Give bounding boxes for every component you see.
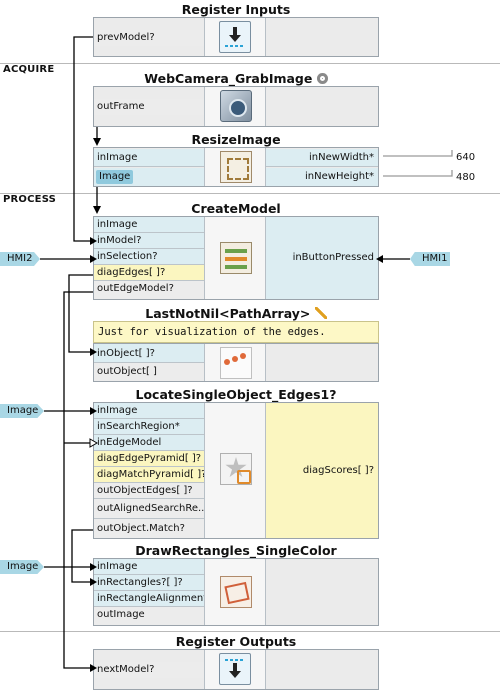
draw-title: DrawRectangles_SingleColor [135,543,337,558]
section-process: PROCESS [3,194,57,205]
locate-title: LocateSingleObject_Edges1? [135,387,337,402]
separator-acquire [0,63,500,64]
create-model-node[interactable]: inImage inModel? inSelection? diagEdges[… [93,216,379,300]
draw-rectangle-icon [220,576,252,608]
register-inputs-title: Register Inputs [181,2,291,17]
register-outputs-title: Register Outputs [175,634,297,649]
loc-out-aligned-search-port[interactable]: outAlignedSearchRe... [94,499,204,519]
gear-icon[interactable] [316,73,328,84]
register-outputs-node[interactable]: nextModel? [93,649,379,690]
resize-title: ResizeImage [191,132,281,147]
webcam-title: WebCamera_GrabImage [93,71,379,86]
wire-diag-edges [68,274,93,353]
last-not-nil-title-text: LastNotNil<PathArray> [145,306,311,321]
dr-out-image-port[interactable]: outImage [94,607,204,625]
register-inputs-node[interactable]: prevModel? [93,17,379,57]
wire-height-value [383,170,453,177]
dr-in-image-port[interactable]: inImage [94,559,204,575]
loc-out-object-match-port[interactable]: outObject.Match? [94,519,204,538]
webcam-node[interactable]: outFrame [93,86,379,127]
in-new-width-port[interactable]: inNewWidth* [266,149,378,167]
separator-outputs [0,631,500,632]
cm-diag-edges-port[interactable]: diagEdges[ ]? [94,265,204,281]
wrench-icon[interactable] [314,307,327,319]
wire-width-value [383,150,453,157]
locate-icon-area [204,403,266,538]
loc-in-search-region-port[interactable]: inSearchRegion* [94,419,204,435]
cm-out-edge-model-port[interactable]: outEdgeModel? [94,281,204,299]
loc-in-image-port[interactable]: inImage [94,403,204,419]
last-not-nil-title: LastNotNil<PathArray> [93,306,379,321]
loc-diag-edge-pyramid-port[interactable]: diagEdgePyramid[ ]? [94,451,204,467]
lnn-out-object-port[interactable]: outObject[ ] [94,363,204,381]
register-inputs-icon-area [204,18,266,56]
resize-icon-area [204,148,266,186]
register-outputs-icon-area [204,650,266,689]
dr-in-rectangles-port[interactable]: inRectangles?[ ]? [94,575,204,591]
hmi2-tag[interactable]: HMI2 [0,252,40,266]
register-output-icon [219,653,251,685]
resize-image-port[interactable]: Image [94,168,204,186]
lnn-icon-area [204,344,266,381]
visualization-note: Just for visualization of the edges. [93,321,379,343]
cm-in-selection-port[interactable]: inSelection? [94,249,204,265]
image-tag-draw[interactable]: Image [0,560,44,574]
new-height-value[interactable]: 480 [456,172,476,183]
wire-prev-model [73,36,93,242]
draw-icon-area [204,559,266,625]
wire-out-edge-model [63,291,93,669]
last-not-nil-icon [220,347,252,379]
next-model-port[interactable]: nextModel? [94,662,204,678]
cm-icon-area [204,217,266,299]
locate-node[interactable]: inImage inSearchRegion* inEdgeModel diag… [93,402,379,539]
loc-diag-match-pyramid-port[interactable]: diagMatchPyramid[ ]? [94,467,204,483]
image-tag-locate[interactable]: Image [0,404,44,418]
webcam-title-text: WebCamera_GrabImage [144,71,313,86]
prev-model-port[interactable]: prevModel? [94,30,204,46]
hmi1-tag[interactable]: HMI1 [410,252,450,266]
image-chip[interactable]: Image [96,170,134,184]
out-frame-port[interactable]: outFrame [94,99,204,115]
webcam-icon-area [204,87,266,126]
last-not-nil-node[interactable]: inObject[ ]? outObject[ ] [93,343,379,382]
separator-process [0,193,500,194]
new-width-value[interactable]: 640 [456,152,476,163]
dr-in-rectangle-alignment-port[interactable]: inRectangleAlignment* [94,591,204,607]
resize-node[interactable]: inImage Image inNewWidth* inNewHeight* [93,147,379,187]
loc-out-object-edges-port[interactable]: outObjectEdges[ ]? [94,483,204,499]
register-input-icon [219,21,251,53]
resize-icon [220,151,252,183]
create-model-icon [220,242,252,274]
create-model-title: CreateModel [191,201,281,216]
section-acquire: ACQUIRE [3,64,55,75]
cm-in-image-port[interactable]: inImage [94,217,204,233]
cm-in-model-port[interactable]: inModel? [94,233,204,249]
draw-node[interactable]: inImage inRectangles?[ ]? inRectangleAli… [93,558,379,626]
loc-in-edge-model-port[interactable]: inEdgeModel [94,435,204,451]
diag-scores-port[interactable]: diagScores[ ]? [266,403,378,538]
lnn-in-object-port[interactable]: inObject[ ]? [94,344,204,363]
in-button-pressed-port[interactable]: inButtonPressed [266,217,378,299]
camera-icon [220,90,252,122]
in-new-height-port[interactable]: inNewHeight* [266,168,378,186]
locate-star-icon [220,453,252,485]
wire-object-match [71,529,93,583]
resize-in-image-port[interactable]: inImage [94,149,204,167]
